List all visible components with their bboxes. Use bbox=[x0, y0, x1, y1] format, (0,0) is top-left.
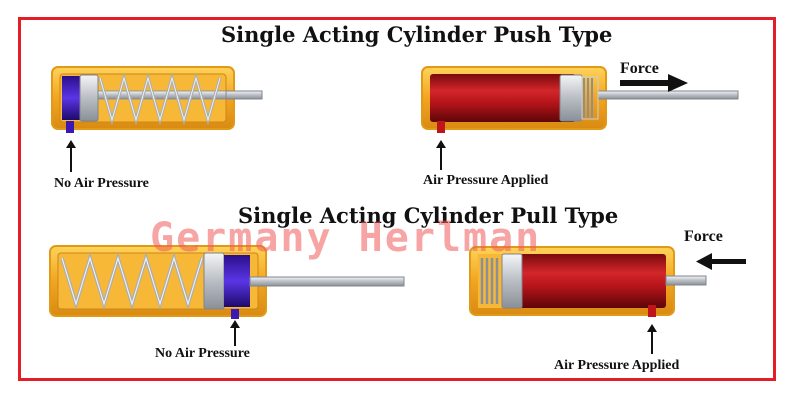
arrow-right-icon bbox=[620, 74, 688, 92]
pull-force-label: Force bbox=[684, 228, 723, 245]
pull-pressure-applied-label: Air Pressure Applied bbox=[554, 358, 680, 373]
arrow-up-icon bbox=[436, 140, 446, 170]
pull-no-pressure-label: No Air Pressure bbox=[155, 346, 250, 361]
red-border-frame bbox=[18, 17, 776, 381]
arrow-left-icon bbox=[696, 253, 746, 270]
pull-cylinder-pressurized bbox=[469, 246, 707, 317]
pull-cylinder-unpressurized bbox=[49, 245, 405, 319]
watermark-text: Germany Herlman bbox=[150, 215, 542, 261]
push-pressure-applied-label: Air Pressure Applied bbox=[423, 173, 549, 188]
arrow-up-icon bbox=[230, 320, 240, 346]
push-force-label: Force bbox=[620, 60, 659, 77]
arrow-up-icon bbox=[66, 140, 76, 172]
arrow-up-icon bbox=[647, 324, 657, 354]
push-cylinder-pressurized bbox=[421, 66, 739, 133]
pull-section-title: Single Acting Cylinder Pull Type bbox=[238, 203, 619, 228]
push-cylinder-unpressurized bbox=[51, 66, 263, 133]
push-no-pressure-label: No Air Pressure bbox=[54, 176, 149, 191]
push-section-title: Single Acting Cylinder Push Type bbox=[221, 22, 613, 47]
